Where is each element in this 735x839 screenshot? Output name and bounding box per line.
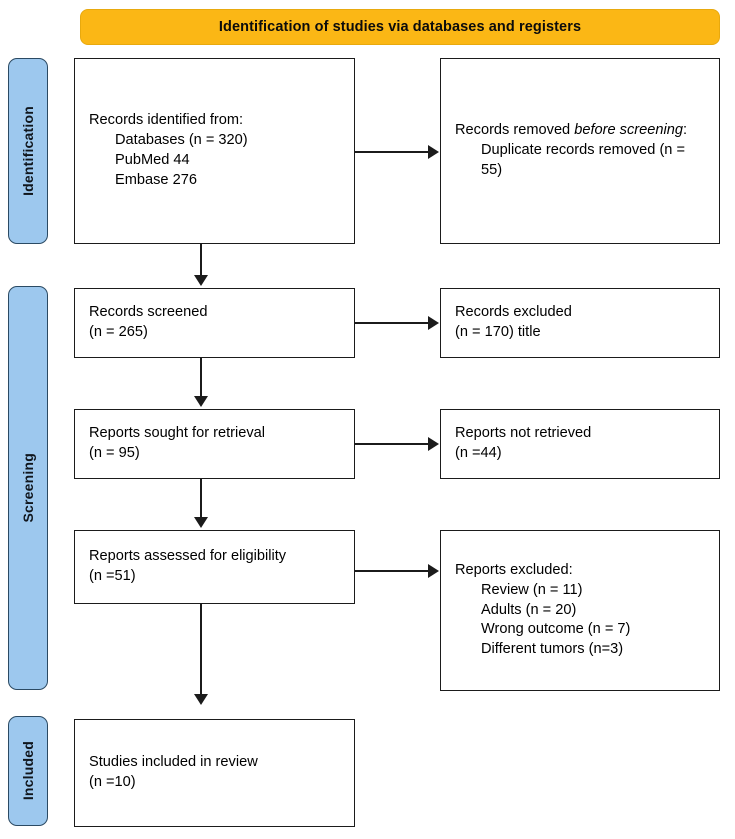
stage-label-identification: Identification [8, 58, 48, 244]
connector-identified-to-removed [355, 151, 429, 153]
connector-identified-to-screened [200, 244, 202, 277]
box-studies-included: Studies included in review (n =10) [74, 719, 355, 827]
connector-screened-to-excluded [355, 322, 429, 324]
stage-included-text: Included [20, 741, 36, 801]
reports-excluded-wrong-outcome: Wrong outcome (n = 7) [481, 621, 631, 638]
reports-excluded-adults: Adults (n = 20) [481, 601, 577, 618]
arrowhead-sought-to-not-retrieved [428, 437, 439, 451]
box-records-removed: Records removed before screening: Duplic… [440, 58, 720, 244]
reports-assessed-count: (n =51) [89, 568, 136, 584]
records-removed-heading: Records removed before screening: [455, 121, 705, 141]
box-records-identified: Records identified from: Databases (n = … [74, 58, 355, 244]
box-reports-sought: Reports sought for retrieval (n = 95) [74, 409, 355, 479]
stage-identification-text: Identification [20, 106, 36, 196]
arrowhead-identified-to-removed [428, 145, 439, 159]
reports-excluded-heading: Reports excluded: [455, 561, 573, 578]
reports-not-retrieved-line1: Reports not retrieved [455, 425, 592, 442]
banner-title: Identification of studies via databases … [218, 19, 582, 35]
reports-excluded-different-tumors: Different tumors (n=3) [481, 641, 624, 658]
reports-not-retrieved-count: (n =44) [455, 445, 502, 461]
box-reports-excluded-reasons: Reports excluded: Review (n = 11) Adults… [440, 530, 720, 691]
arrowhead-sought-to-assessed [194, 517, 208, 528]
arrowhead-assessed-to-reports-excluded [428, 564, 439, 578]
connector-sought-to-not-retrieved [355, 443, 429, 445]
reports-sought-line1: Reports sought for retrieval [89, 425, 266, 442]
records-excluded-count: (n = 170) title [455, 324, 541, 340]
records-screened-count: (n = 265) [89, 324, 148, 340]
stage-label-screening: Screening [8, 286, 48, 690]
records-identified-pubmed: PubMed 44 [115, 152, 190, 168]
connector-assessed-to-reports-excluded [355, 570, 429, 572]
records-removed-duplicates: Duplicate records removed (n = 55) [481, 142, 690, 178]
diagram-banner: Identification of studies via databases … [80, 9, 720, 45]
connector-screened-to-sought [200, 358, 202, 398]
reports-assessed-line1: Reports assessed for eligibility [89, 548, 287, 565]
arrowhead-screened-to-excluded [428, 316, 439, 330]
records-screened-line1: Records screened [89, 304, 208, 321]
box-reports-not-retrieved: Reports not retrieved (n =44) [440, 409, 720, 479]
records-removed-heading-emphasis: before screening [574, 122, 683, 139]
arrowhead-assessed-to-included [194, 694, 208, 705]
box-records-screened: Records screened (n = 265) [74, 288, 355, 358]
records-identified-databases: Databases (n = 320) [115, 132, 248, 149]
studies-included-line1: Studies included in review [89, 754, 258, 771]
records-identified-line1: Records identified from: [89, 112, 244, 129]
connector-assessed-to-included [200, 604, 202, 696]
box-reports-assessed: Reports assessed for eligibility (n =51) [74, 530, 355, 604]
arrowhead-screened-to-sought [194, 396, 208, 407]
reports-sought-count: (n = 95) [89, 445, 140, 461]
records-identified-embase: Embase 276 [115, 171, 197, 188]
reports-excluded-review: Review (n = 11) [481, 581, 583, 598]
records-excluded-line1: Records excluded [455, 304, 572, 321]
stage-screening-text: Screening [20, 453, 36, 523]
arrowhead-identified-to-screened [194, 275, 208, 286]
box-records-excluded: Records excluded (n = 170) title [440, 288, 720, 358]
records-removed-heading-colon: : [682, 122, 688, 139]
connector-sought-to-assessed [200, 479, 202, 519]
studies-included-count: (n =10) [89, 774, 136, 790]
stage-label-included: Included [8, 716, 48, 826]
records-removed-heading-a: Records removed [455, 122, 575, 139]
